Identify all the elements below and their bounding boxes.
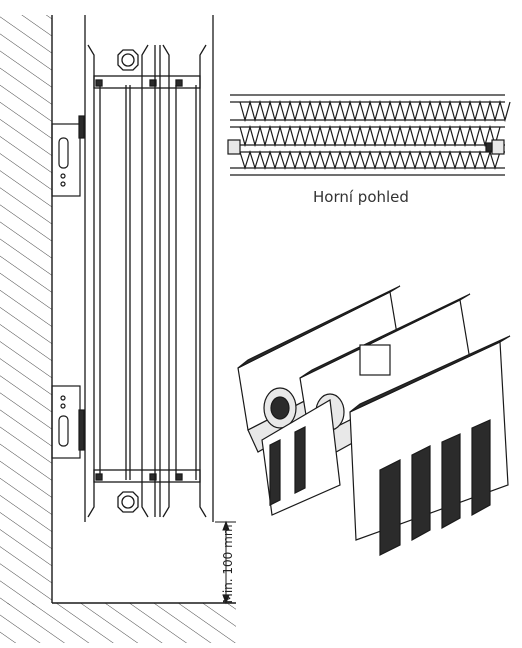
dimension-line [215, 520, 236, 605]
connection-nut-bottom [117, 491, 139, 513]
radiator-side-view [84, 15, 214, 522]
connection-nut-top [117, 49, 139, 71]
wall-bracket-bottom [51, 385, 85, 459]
wall [0, 15, 53, 605]
radiator-top-view [227, 94, 511, 176]
min-distance-label: Min. 100 mm [221, 524, 235, 604]
top-view-label: Horní pohled [313, 188, 409, 206]
floor [0, 602, 236, 643]
wall-bracket-top [51, 115, 85, 197]
radiator-iso-view [237, 285, 511, 556]
